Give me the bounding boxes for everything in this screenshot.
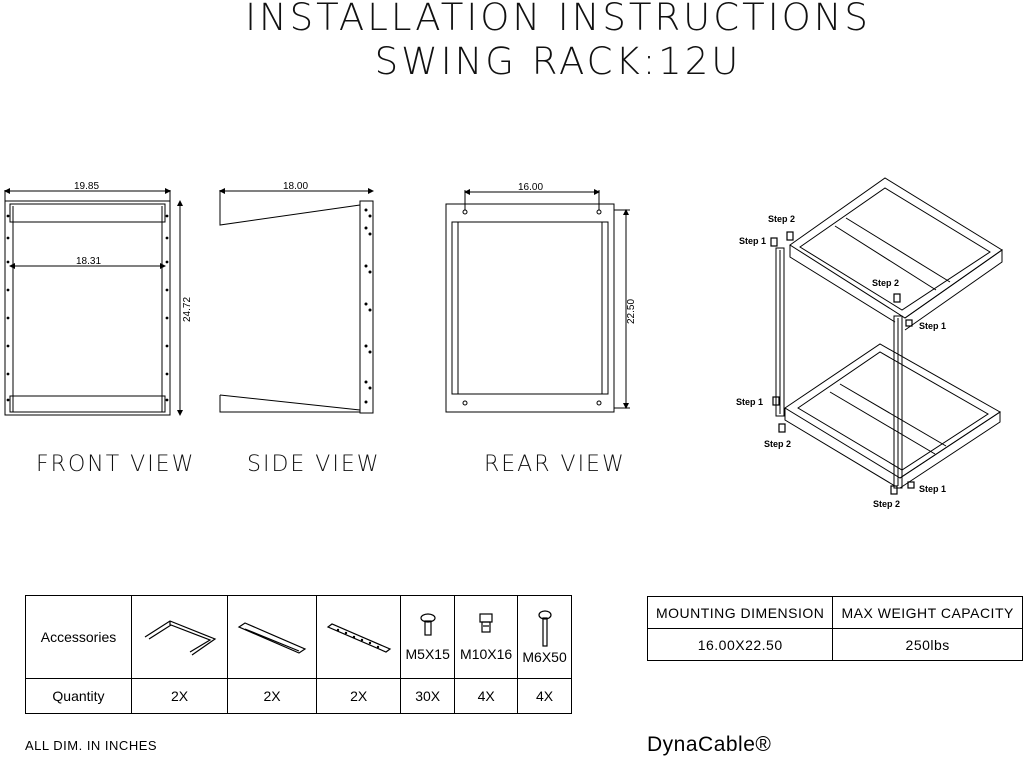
mounting-rail-icon [326,623,391,653]
quantity-cell: 30X [400,678,456,714]
step-2-label: Step 2 [764,439,791,449]
step-1-label: Step 1 [739,236,766,246]
quantity-header: Quantity [25,678,132,714]
technical-drawings: 19.85 18.31 24.72 18.00 [4,177,1003,509]
accessory-m10x16: M10X16 [454,595,519,679]
max-weight-header: MAX WEIGHT CAPACITY [832,596,1023,629]
mounting-dimension-header: MOUNTING DIMENSION [646,596,834,629]
accessory-m6x50: M6X50 [517,595,572,679]
quantity-cell: 4X [454,678,519,714]
accessory-name: M10X16 [460,646,513,662]
step-2-label: Step 2 [768,214,795,224]
rear-width-dim: 16.00 [518,182,543,193]
side-frame-icon [144,620,216,656]
rear-view-label: REAR VIEW [484,452,626,477]
step-2-label: Step 2 [872,278,899,288]
quantity-cell: 2X [227,678,318,714]
accessories-table: Accessories [25,595,572,714]
mounting-dimension-value: 16.00X22.50 [646,628,834,661]
spec-table: MOUNTING DIMENSION MAX WEIGHT CAPACITY 1… [646,596,1023,661]
accessory-name: M6X50 [522,649,567,665]
units-footnote: ALL DIM. IN INCHES [25,738,158,753]
accessories-header: Accessories [25,595,132,679]
side-view-drawing: 18.00 [219,181,374,414]
accessory-mounting-rail [316,595,402,679]
step-1-label: Step 1 [736,397,763,407]
accessory-side-frame [130,595,229,679]
accessory-rail-bar [227,595,318,679]
front-inner-width-dim: 18.31 [76,256,101,267]
front-width-dim: 19.85 [74,181,99,192]
front-height-dim: 24.72 [182,297,193,322]
quantity-cell: 2X [316,678,402,714]
rail-bar-icon [237,622,307,654]
side-view-label: SIDE VIEW [247,452,381,477]
step-2-label: Step 2 [873,499,900,509]
accessory-name: M5X15 [405,646,450,662]
max-weight-value: 250lbs [832,628,1023,661]
quantity-cell: 2X [130,678,229,714]
front-view-label: FRONT VIEW [36,452,196,477]
product-title: SWING RACK:12U [374,40,742,83]
assembly-isometric-drawing: Step 2 Step 1 Step 2 Step 1 Step 1 Step … [736,177,1003,509]
page-title: INSTALLATION INSTRUCTIONS [245,0,871,39]
step-1-label: Step 1 [919,321,946,331]
quantity-cell: 4X [517,678,572,714]
side-depth-dim: 18.00 [283,181,308,192]
screw-icon [420,613,436,636]
step-1-label: Step 1 [919,484,946,494]
accessory-m5x15: M5X15 [400,595,456,679]
rear-height-dim: 22.50 [626,299,637,324]
front-view-drawing: 19.85 18.31 24.72 [4,181,193,416]
long-bolt-icon [537,610,552,647]
brand-logo: DynaCable® [647,733,772,756]
rear-view-drawing: 16.00 22.50 [445,182,637,413]
cage-screw-icon [479,613,493,633]
